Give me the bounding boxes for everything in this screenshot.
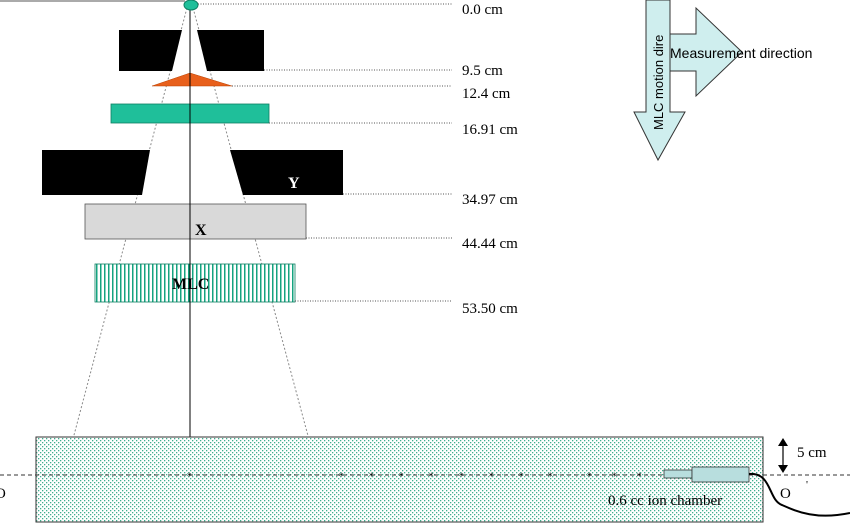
svg-text:*: * bbox=[612, 472, 617, 482]
distance-label-3: 16.91 cm bbox=[462, 122, 518, 138]
jaw-y-left bbox=[42, 150, 150, 195]
distance-label-4: 34.97 cm bbox=[462, 192, 518, 208]
depth-arrow-head-top bbox=[778, 438, 788, 446]
ion-chamber-cable bbox=[748, 472, 850, 517]
jaw-x bbox=[84, 203, 307, 240]
measurement-points: * * * * * * * * * * * * bbox=[187, 472, 642, 482]
ion-chamber-body bbox=[691, 466, 750, 483]
svg-text:*: * bbox=[369, 472, 374, 482]
ion-chamber-stem bbox=[663, 469, 693, 479]
origin-left-label: O bbox=[0, 486, 6, 502]
origin-right-mark: ' bbox=[806, 479, 808, 491]
svg-text:*: * bbox=[429, 472, 434, 482]
mlc-label: MLC bbox=[172, 276, 209, 293]
primary-collimator-left bbox=[119, 30, 182, 71]
source-point bbox=[183, 0, 199, 11]
measurement-direction-label: Measurement direction bbox=[670, 45, 812, 61]
svg-text:*: * bbox=[187, 472, 192, 482]
origin-right-label: O bbox=[780, 486, 791, 502]
primary-collimator-right bbox=[197, 30, 264, 71]
jaw-y-right bbox=[230, 150, 343, 195]
distance-label-6: 53.50 cm bbox=[462, 301, 518, 317]
distance-label-1: 9.5 cm bbox=[462, 63, 503, 79]
measurement-direction-arrow bbox=[669, 6, 743, 98]
wedge-filter bbox=[151, 72, 233, 87]
distance-label-5: 44.44 cm bbox=[462, 236, 518, 252]
water-phantom bbox=[35, 436, 764, 523]
svg-text:*: * bbox=[519, 472, 524, 482]
svg-text:*: * bbox=[548, 472, 553, 482]
depth-arrow-head-bottom bbox=[778, 465, 788, 473]
mlc-block bbox=[94, 263, 296, 303]
jaw-x-label: X bbox=[195, 222, 207, 239]
ion-chamber-label: 0.6 cc ion chamber bbox=[608, 493, 722, 509]
svg-text:*: * bbox=[459, 472, 464, 482]
svg-text:*: * bbox=[339, 472, 344, 482]
distance-label-0: 0.0 cm bbox=[462, 2, 503, 18]
svg-text:*: * bbox=[637, 472, 642, 482]
mlc-motion-label: MLC motion dire bbox=[651, 35, 666, 130]
depth-label: 5 cm bbox=[797, 445, 827, 461]
svg-text:*: * bbox=[489, 472, 494, 482]
svg-text:*: * bbox=[587, 472, 592, 482]
jaw-y-label: Y bbox=[288, 175, 300, 192]
mlc-motion-arrow bbox=[633, 0, 686, 162]
svg-text:*: * bbox=[399, 472, 404, 482]
distance-label-2: 12.4 cm bbox=[462, 86, 511, 102]
